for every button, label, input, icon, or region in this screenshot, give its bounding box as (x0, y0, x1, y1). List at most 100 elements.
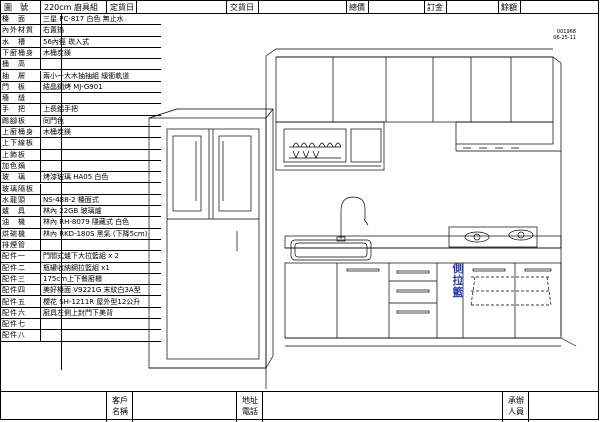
cooktop (448, 226, 538, 248)
footer-blank-cell (1, 392, 107, 422)
spec-row: 玻璃隔板 (1, 183, 161, 195)
address-phone-value[interactable] (263, 392, 503, 422)
handler-label: 承辦人員 (508, 396, 524, 416)
spec-row-value: 56內徑 崁入式 (43, 37, 90, 46)
customer-name-value[interactable] (133, 392, 237, 422)
spec-row: 排煙管 (1, 240, 161, 252)
spec-row: 下廚桶身木桶炭鎂 (1, 47, 161, 60)
spec-row-label: 水龍頭 (2, 194, 41, 206)
spec-row: 上下線板 (1, 138, 161, 150)
spec-row-label: 配件五 (2, 296, 41, 307)
spec-row-label: 上廚桶身 (2, 127, 41, 138)
spec-row-value: NS-488-2 檯面式 (43, 195, 99, 204)
spec-row-label: 門 板 (2, 81, 41, 93)
spec-row: 玻 璃烤漆玻璃 HA05 白色 (1, 172, 161, 184)
spec-row-label: 玻 璃 (2, 172, 41, 183)
handler-label-cell: 承辦人員 (503, 392, 529, 422)
kitchen-elevation-drawing (148, 48, 577, 389)
spec-row-value: 林內 RKD-180S 黑氣 (下降5cm) (43, 229, 148, 238)
upper-cabinets (275, 56, 562, 171)
spec-row-label: 內外材質 (2, 25, 41, 36)
spec-row: 配件五櫻花 SH-1211R 屋外型12公升 (1, 296, 161, 308)
drawing-code: 001968 06-25-11 (553, 29, 576, 41)
spec-row: 上廚桶身木桶炭鎂 (1, 127, 161, 139)
header-balance-label: 餘額 (499, 1, 521, 14)
spec-row-label: 配件一 (2, 251, 41, 262)
header-deposit-label: 訂金 (425, 1, 447, 14)
spec-row-label: 排煙管 (2, 240, 41, 251)
header-deposit-value[interactable] (447, 1, 499, 14)
header-total-value[interactable] (369, 1, 425, 14)
spec-row-label: 配件四 (2, 285, 41, 296)
lower-cabinets (284, 262, 577, 347)
spec-row-value (43, 330, 213, 340)
dish-rack (283, 128, 347, 163)
spec-row-label: 配件八 (2, 330, 41, 341)
spec-row: 加色鍋 (1, 160, 161, 173)
header-drawing-no-label: 圖 號 (1, 1, 41, 14)
spec-row-label: 手 把 (2, 104, 41, 115)
spec-row-value: 林內 RH-8079 隱藏式 白色 (43, 218, 130, 227)
spec-row: 桶 高 (1, 59, 161, 71)
spec-row-value: 同門色 (43, 116, 64, 125)
spec-row-value: 結晶鋼烤 MJ-G901 (43, 82, 103, 91)
handler-value[interactable] (529, 392, 599, 422)
spec-row-label: 抽 屜 (2, 70, 41, 81)
header-delivery-date-label: 交貨日 (227, 1, 259, 14)
spec-row-label: 配件六 (2, 307, 41, 319)
spec-row-value: 林內 22GB 玻璃爐 (43, 207, 102, 216)
spec-row: 踢腳板同門色 (1, 115, 161, 127)
spec-row-label: 墻 縫 (2, 93, 41, 104)
header-order-date-label: 定貨日 (107, 1, 137, 14)
spec-row: 內外材質右置摀 (1, 25, 161, 37)
spec-row-value (43, 184, 213, 194)
spec-row-value: 木桶炭鎂 (43, 48, 71, 57)
spec-row: 配件八 (1, 330, 161, 342)
spec-row-value: 美好檯面 V9221G 末紋白3A型 (43, 286, 141, 295)
spec-row-value: 木桶炭鎂 (43, 128, 71, 136)
spec-row-value: 門閤式爐下大拉籃組 x 2 (43, 252, 120, 261)
header-drawing-no-value: 220cm 廚具組 (41, 1, 107, 14)
header-total-label: 總價 (347, 1, 369, 14)
spec-row-value: 右置摀 (43, 26, 64, 35)
customer-name-label: 客戶名稱 (112, 396, 128, 416)
spec-row-value (43, 161, 213, 171)
spec-row-label: 水 槽 (2, 36, 41, 47)
spec-row: 油 機林內 RH-8079 隱藏式 白色 (1, 217, 161, 229)
spec-row-value: 烤漆玻璃 HA05 白色 (43, 173, 109, 182)
spec-row-value (43, 319, 213, 329)
spec-row-value (43, 150, 213, 160)
spec-row: 門 板結晶鋼烤 MJ-G901 (1, 81, 161, 94)
customer-label-cell: 客戶名稱 (107, 392, 133, 422)
spec-row-label: 檯 面 (2, 14, 41, 25)
spec-row-value (43, 93, 213, 103)
header-order-date-value[interactable] (137, 1, 227, 14)
spec-row-label: 油 機 (2, 217, 41, 228)
spec-row-label: 配件七 (2, 319, 41, 330)
countertop (284, 151, 562, 336)
footer-row: 客戶名稱 地址電話 承辦人員 (1, 391, 599, 422)
spec-row-value: 櫻花 SH-1211R 屋外型12公升 (43, 297, 141, 306)
spec-row-value: 上長鋁手把 (43, 105, 78, 114)
spec-row-value (43, 59, 213, 69)
spec-row-value (43, 240, 213, 250)
spec-row: 配件四美好檯面 V9221G 末紋白3A型 (1, 285, 161, 297)
sink (290, 239, 372, 261)
spec-row: 爐 具林內 22GB 玻璃爐 (1, 206, 161, 218)
spec-row-value (43, 138, 213, 148)
spec-row-label: 踢腳板 (2, 115, 41, 126)
spec-row-label: 配件二 (2, 262, 41, 273)
spec-row-value: 175cm上下餐廚櫃 (43, 274, 103, 283)
header-delivery-date-value[interactable] (259, 1, 347, 14)
faucet (336, 196, 369, 242)
spec-row-value: 瓶罐收納鋼拉籃組 x1 (43, 263, 110, 272)
spec-row-label: 加色鍋 (2, 160, 41, 172)
fridge-cabinet (148, 108, 274, 369)
header-row (1, 1, 599, 14)
range-hood (455, 121, 561, 152)
spec-row-label: 桶 高 (2, 59, 41, 70)
spec-row-label: 上下線板 (2, 138, 41, 149)
